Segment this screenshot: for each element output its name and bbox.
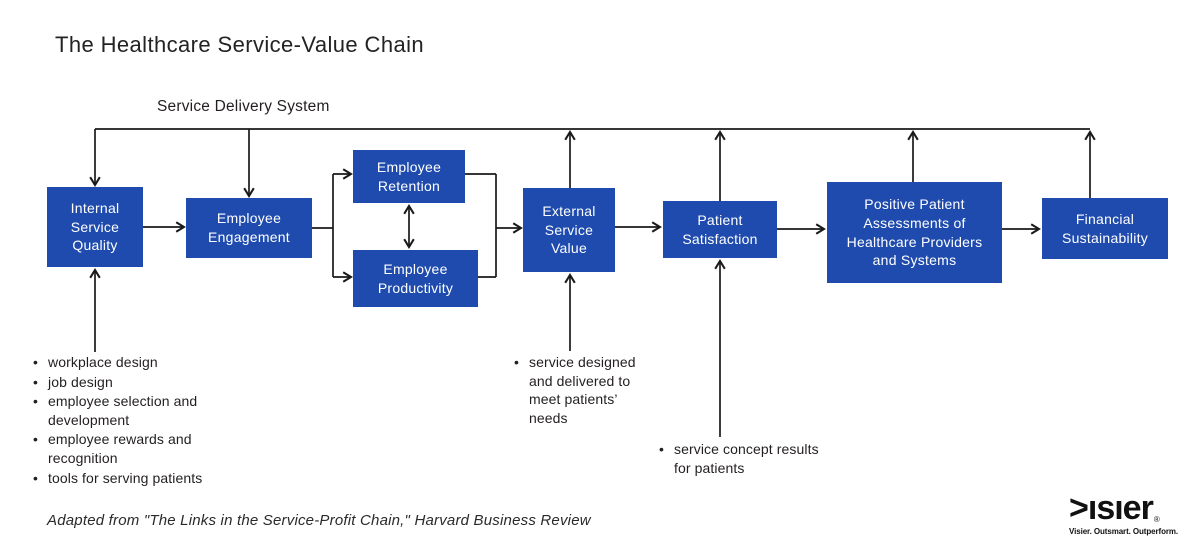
node-internal-service-quality: Internal Service Quality (47, 187, 143, 267)
patient-satisfaction-note-list: service concept results for patients (657, 440, 857, 478)
service-delivery-system-label: Service Delivery System (157, 98, 330, 115)
list-item: service concept results for patients (657, 440, 857, 477)
list-item: workplace design (31, 353, 236, 372)
visier-logo: >ısıer ® Visier. Outsmart. Outperform. (1069, 488, 1178, 536)
internal-service-quality-inputs-list: workplace design job design employee sel… (31, 353, 236, 488)
node-label: External Service Value (542, 202, 596, 257)
node-employee-productivity: Employee Productivity (353, 250, 478, 307)
node-external-service-value: External Service Value (523, 188, 615, 272)
node-positive-patient-assessments: Positive Patient Assessments of Healthca… (827, 182, 1002, 283)
page-title: The Healthcare Service-Value Chain (55, 32, 425, 57)
node-label: Employee Retention (376, 158, 442, 194)
node-label: Positive Patient Assessments of Healthca… (846, 196, 983, 269)
wordmark-text: >ısıer (1069, 488, 1154, 527)
external-service-value-note-list: service designed and delivered to meet p… (512, 353, 662, 428)
list-item: tools for serving patients (31, 469, 236, 488)
node-label: Financial Sustainability (1062, 210, 1148, 246)
node-label: Employee Productivity (377, 260, 454, 296)
attribution-text: Adapted from "The Links in the Service-P… (47, 512, 591, 529)
list-item: job design (31, 373, 236, 392)
list-item: employee selection and development (31, 392, 236, 429)
node-employee-engagement: Employee Engagement (186, 198, 312, 258)
visier-wordmark: >ısıer ® (1069, 488, 1178, 527)
node-patient-satisfaction: Patient Satisfaction (663, 201, 777, 258)
node-financial-sustainability: Financial Sustainability (1042, 198, 1168, 259)
visier-tagline: Visier. Outsmart. Outperform. (1069, 527, 1178, 536)
registered-trademark-icon: ® (1153, 515, 1160, 524)
list-item: employee rewards and recognition (31, 430, 236, 467)
list-item: service designed and delivered to meet p… (512, 353, 662, 427)
node-label: Employee Engagement (208, 210, 290, 245)
node-label: Patient Satisfaction (682, 211, 758, 247)
node-employee-retention: Employee Retention (353, 150, 465, 203)
node-label: Internal Service Quality (70, 199, 120, 254)
